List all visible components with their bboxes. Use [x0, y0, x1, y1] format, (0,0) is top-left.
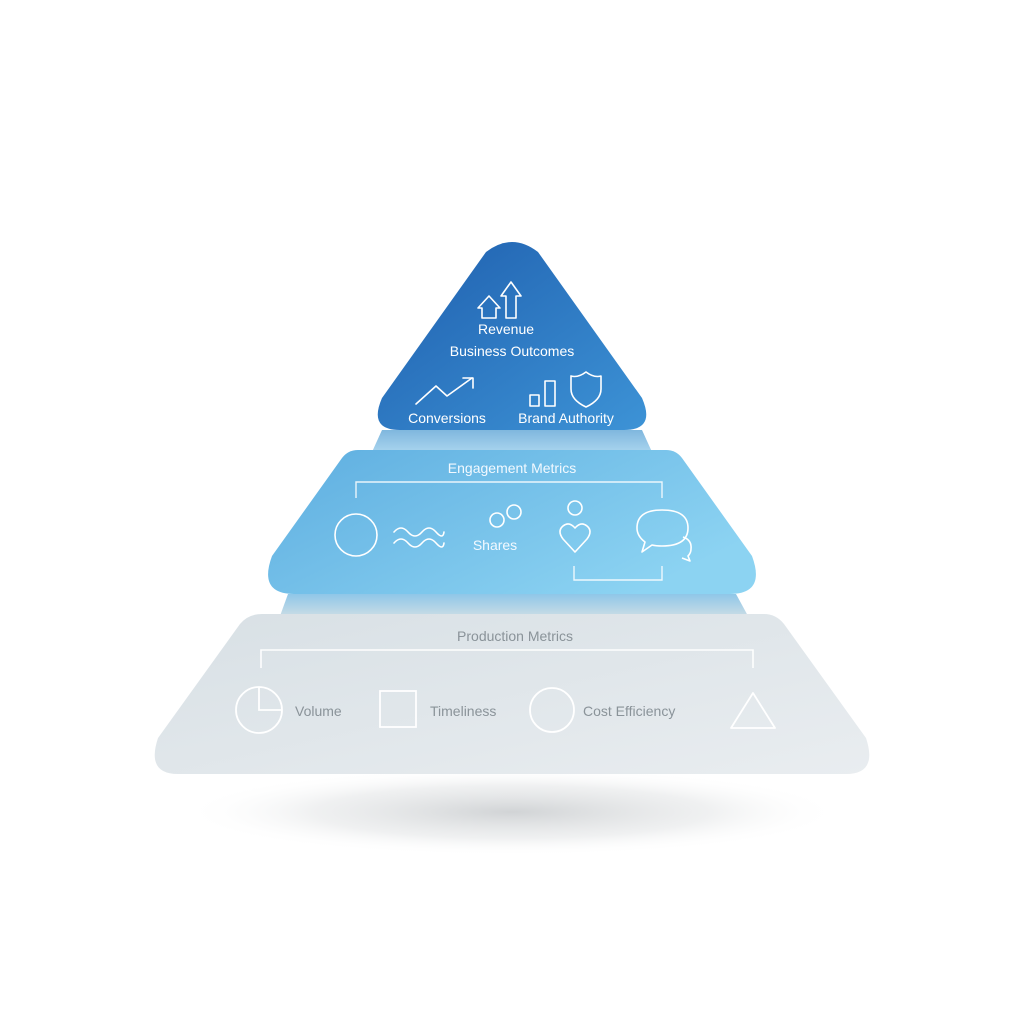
volume-label: Volume	[295, 703, 342, 719]
tier-gap-upper	[372, 430, 652, 452]
brand-authority-label: Brand Authority	[518, 410, 614, 426]
engagement-metrics-title: Engagement Metrics	[447, 460, 577, 476]
business-outcomes-title: Business Outcomes	[449, 343, 575, 359]
conversions-label: Conversions	[408, 410, 486, 426]
cost-efficiency-label: Cost Efficiency	[583, 703, 676, 719]
triangle-icon	[730, 692, 776, 729]
chat-icon	[636, 509, 692, 562]
revenue-label: Revenue	[477, 321, 535, 337]
engagement-circle-icon	[334, 513, 378, 557]
tier-gap-lower	[280, 594, 748, 616]
bubbles-icon	[489, 504, 522, 528]
wave-icon	[393, 527, 445, 548]
production-bracket	[260, 649, 754, 668]
pie-icon	[235, 686, 283, 734]
shield-bars-icon	[529, 371, 602, 408]
ground-shadow	[182, 768, 842, 856]
heart-person-icon	[559, 500, 591, 553]
production-metrics-title: Production Metrics	[457, 628, 573, 644]
engagement-lower-bracket	[573, 566, 663, 581]
cost-circle-icon	[529, 687, 575, 733]
bottom-tier	[154, 614, 870, 774]
timeliness-label: Timeliness	[430, 703, 497, 719]
engagement-bracket	[355, 481, 663, 498]
top-tier	[377, 242, 647, 430]
shares-label: Shares	[472, 537, 518, 553]
middle-tier	[268, 450, 756, 594]
arrows-up-icon	[477, 281, 522, 319]
trend-line-icon	[415, 377, 474, 405]
square-icon	[379, 690, 417, 728]
